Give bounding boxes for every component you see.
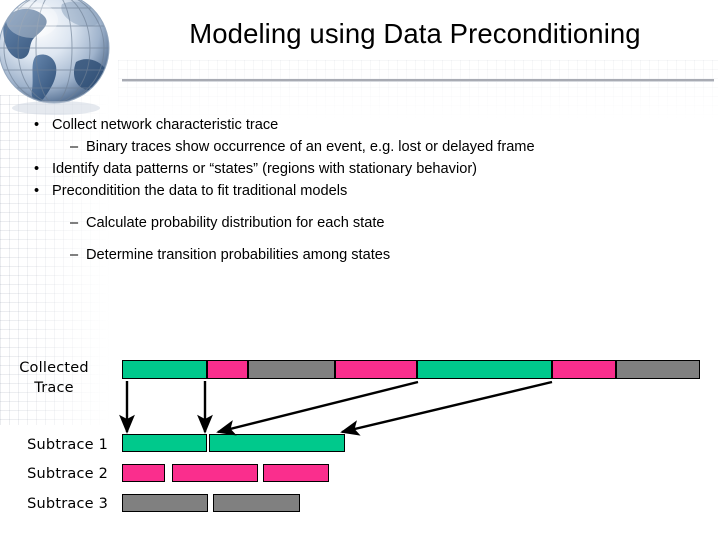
slide-title: Modeling using Data Preconditioning (189, 18, 641, 49)
collected-trace-segment-1-green (122, 360, 207, 379)
label-subtrace-1: Subtrace 1 (27, 437, 108, 453)
label-subtrace-2: Subtrace 2 (27, 466, 108, 482)
label-collected-trace: Collected Trace (0, 358, 108, 398)
bullet-marker: – (70, 215, 79, 231)
trace-decomposition-diagram: Collected Trace Subtrace 1 Subtrace 2 Su… (0, 348, 720, 540)
bullet-text: Determine transition probabilities among… (86, 247, 391, 263)
subtrace-2-segment-3-pink (263, 464, 329, 482)
subtrace-3-segment-1-gray (122, 494, 208, 512)
mapping-arrows (119, 380, 553, 436)
bullet-item: – Binary traces show occurrence of an ev… (70, 136, 694, 158)
bullet-marker: • (34, 183, 40, 199)
collected-trace-segment-7-gray (616, 360, 700, 379)
bullet-item: • Identify data patterns or “states” (re… (34, 158, 694, 180)
bullet-marker: – (70, 247, 79, 263)
collected-trace-segment-4-pink (335, 360, 417, 379)
bullet-text: Binary traces show occurrence of an even… (86, 139, 535, 155)
label-collected-trace-line1: Collected (19, 360, 89, 376)
subtrace-1-segment-2-green (209, 434, 345, 452)
label-collected-trace-line2: Trace (34, 380, 74, 396)
subtrace-2-segment-2-pink (172, 464, 258, 482)
label-subtrace-3: Subtrace 3 (27, 496, 108, 512)
collected-trace-segment-2-pink (207, 360, 248, 379)
bullet-item: – Determine transition probabilities amo… (70, 244, 694, 266)
bullet-marker: • (34, 161, 40, 177)
bullet-item: • Preconditition the data to fit traditi… (34, 180, 694, 202)
bullet-text: Collect network characteristic trace (52, 117, 279, 133)
arrow-diagonal-1 (216, 380, 419, 436)
subtrace-2-segment-1-pink (122, 464, 165, 482)
bullet-marker: • (34, 117, 40, 133)
subtrace-3-segment-2-gray (213, 494, 300, 512)
subtrace-1-segment-1-green (122, 434, 207, 452)
globe-icon (0, 0, 124, 126)
bullet-item: • Collect network characteristic trace (34, 114, 694, 136)
bullet-text: Calculate probability distribution for e… (86, 215, 385, 231)
collected-trace-segment-3-gray (248, 360, 335, 379)
title-underline (122, 70, 714, 82)
bullet-list: • Collect network characteristic trace –… (24, 114, 694, 266)
bullet-text: Preconditition the data to fit tradition… (52, 183, 348, 199)
background-grid-pattern-top (118, 60, 718, 120)
bullet-item: – Calculate probability distribution for… (70, 212, 694, 234)
collected-trace-segment-5-green (417, 360, 552, 379)
collected-trace-segment-6-pink (552, 360, 616, 379)
bullet-marker: – (70, 139, 79, 155)
arrow-diagonal-2 (340, 380, 553, 436)
bullet-text: Identify data patterns or “states” (regi… (52, 161, 478, 177)
